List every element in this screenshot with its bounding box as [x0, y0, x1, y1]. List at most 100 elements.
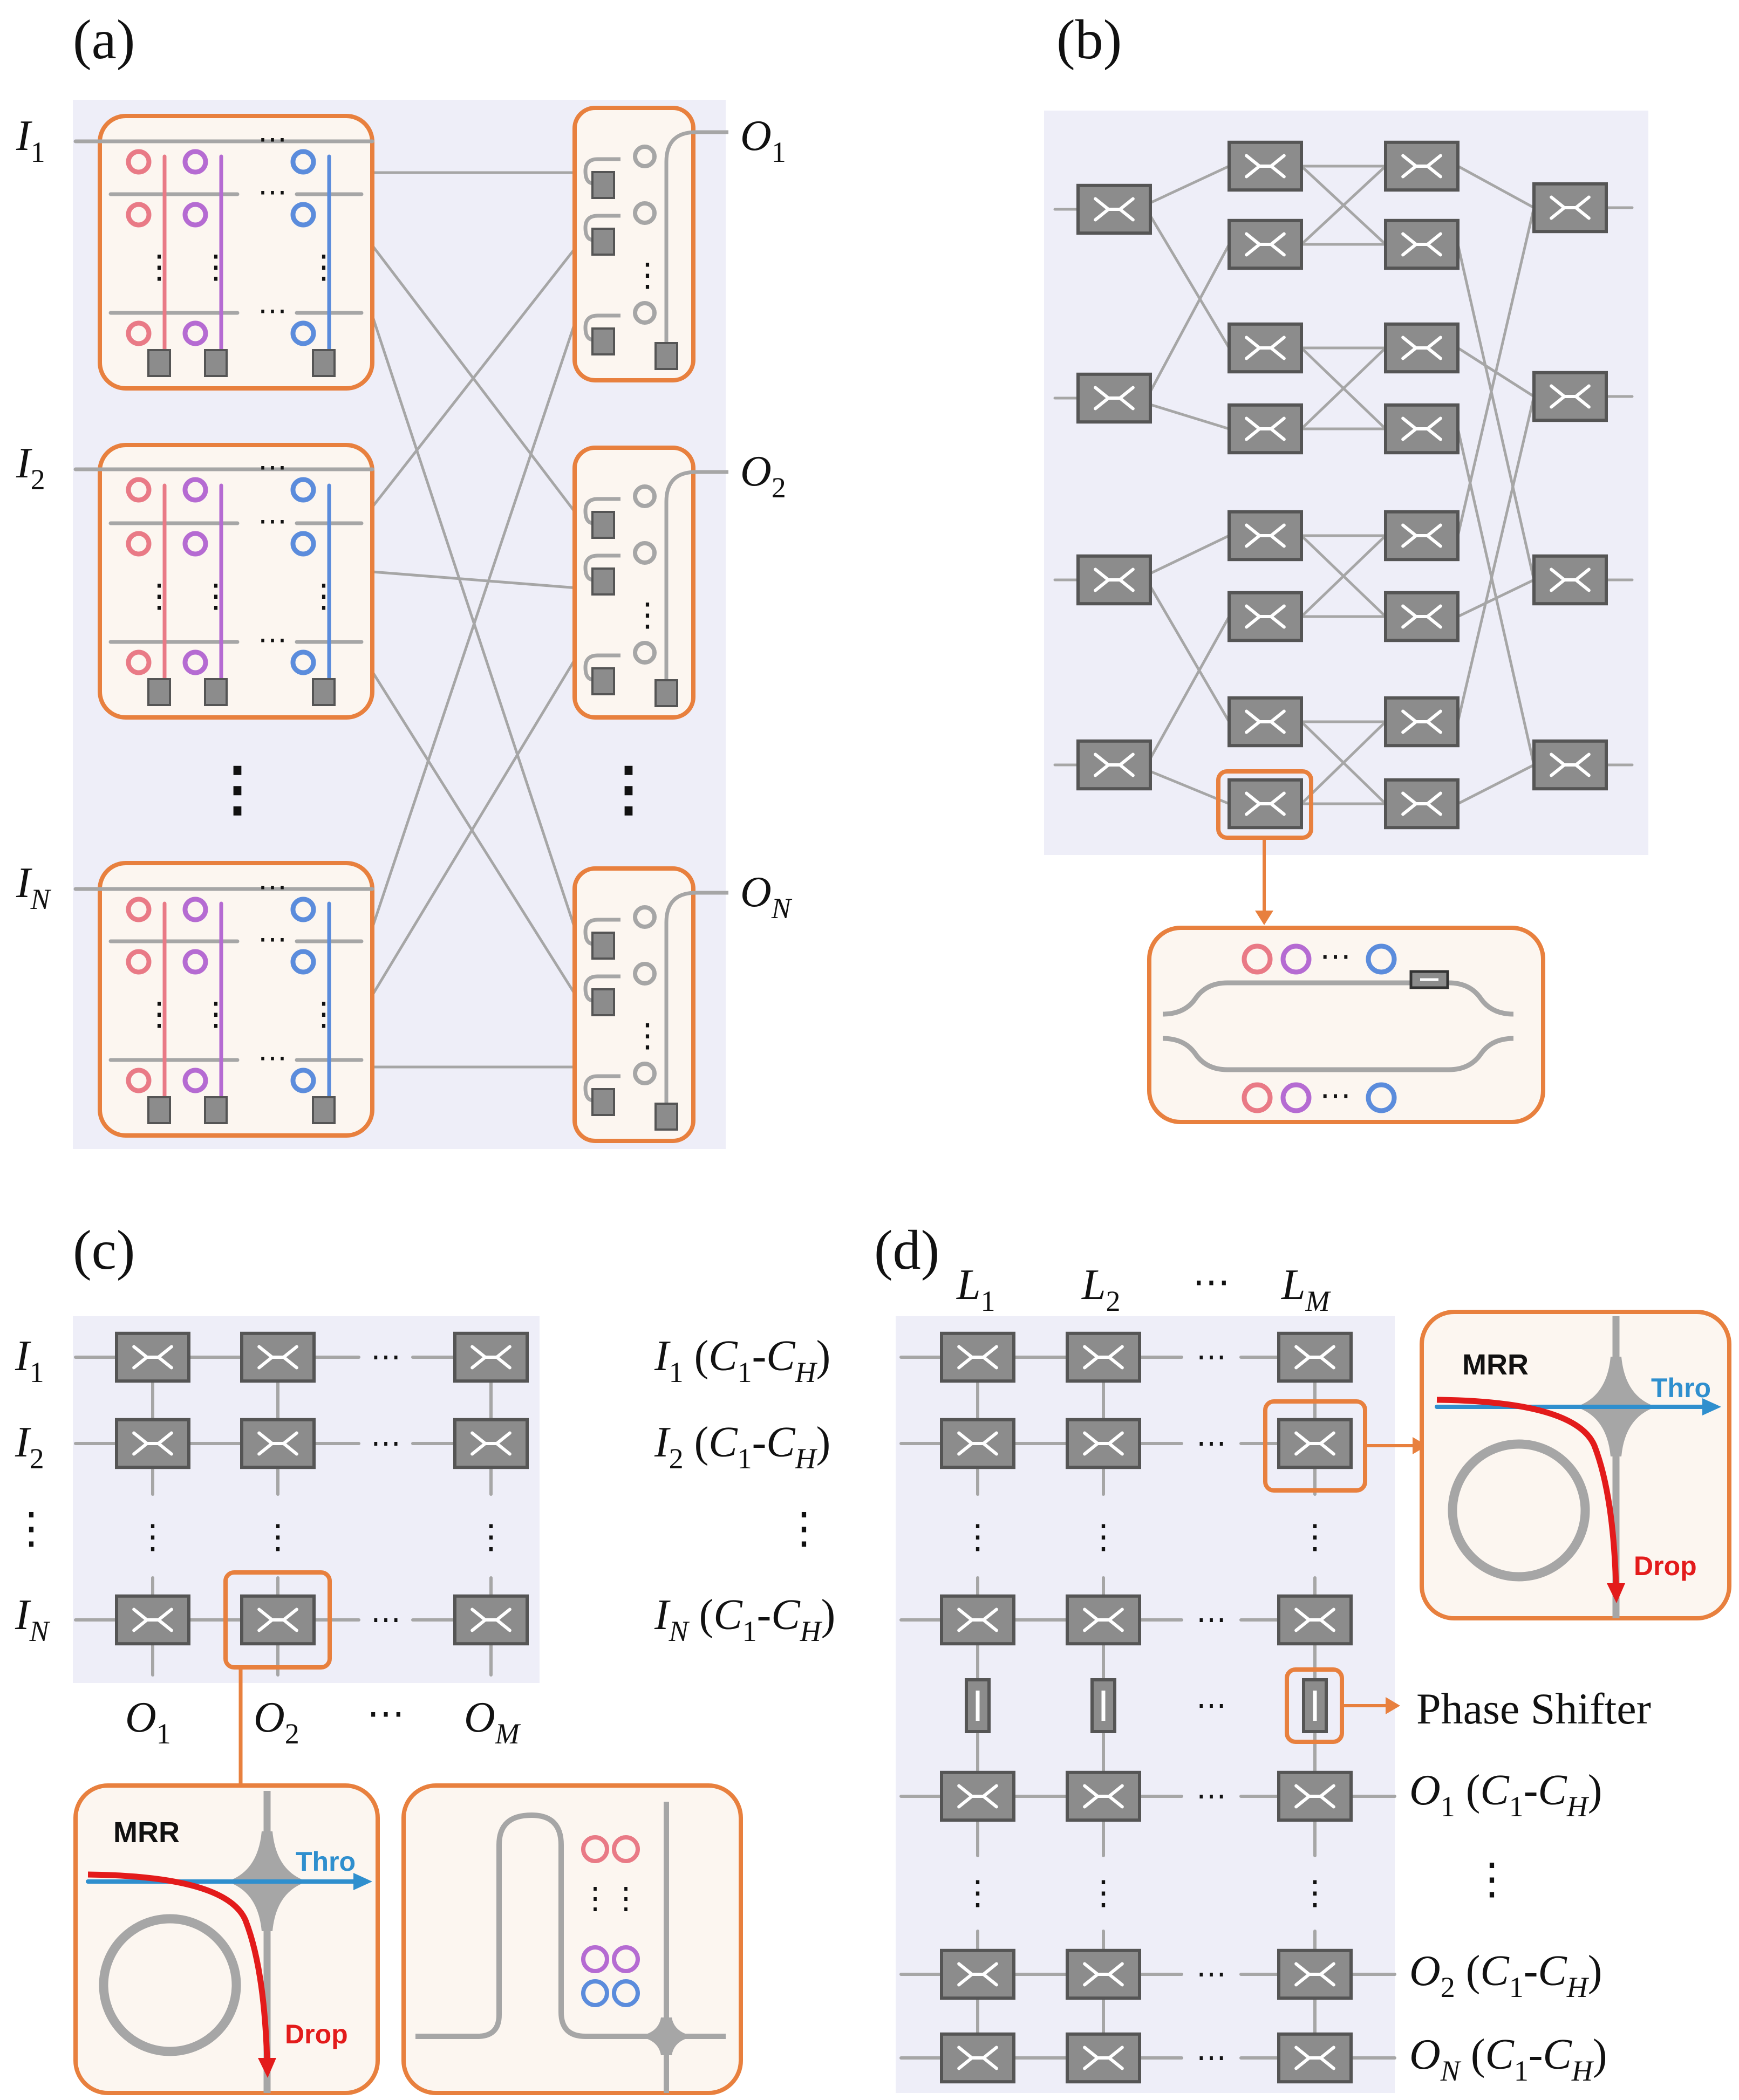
switch-element [1227, 140, 1303, 192]
stage-waveguide [1149, 214, 1231, 350]
switch-element [240, 1594, 316, 1646]
panel-c-label: (c) [73, 1219, 135, 1281]
switch-element [1227, 696, 1303, 748]
microring [182, 477, 208, 503]
switch-body [115, 1418, 190, 1469]
column-ellipsis: ⋮ [143, 996, 175, 1032]
photodetector [591, 228, 615, 256]
switch-element [940, 1331, 1015, 1383]
mzi-waveguides [1162, 980, 1514, 1072]
switch-cross-icon [1550, 195, 1591, 220]
switch-cross-icon [1294, 1784, 1335, 1809]
mux-output-waveguide [664, 130, 728, 351]
switch-element [1384, 696, 1460, 748]
row-ellipsis: ⋯ [258, 505, 287, 537]
switch-cross-icon [1083, 1962, 1124, 1987]
row-ellipsis: ⋯ [1196, 1780, 1226, 1813]
thro-arrow-head [353, 1873, 372, 1890]
mux-microring [633, 201, 657, 225]
switch-element [240, 1418, 316, 1469]
switch-cross-icon [1401, 154, 1442, 179]
panel-d-output-ellipsis: ⋮ [1470, 1856, 1513, 1903]
switch-cross-icon [1083, 1345, 1124, 1370]
photodetector [147, 349, 171, 377]
switch-body [1076, 372, 1152, 424]
column-ellipsis: ⋮ [200, 249, 232, 285]
switch-cross-icon [1245, 416, 1286, 441]
panel-d-drop-label: Drop [1634, 1551, 1697, 1581]
switch-cross-icon [1550, 753, 1591, 777]
switch-element [1076, 554, 1152, 606]
microring [612, 1979, 640, 2007]
panel-c-output-label-2: O2 [254, 1694, 299, 1750]
panel-a-output-label-2: O2 [740, 448, 786, 504]
switch-cross-icon [1245, 709, 1286, 734]
ring-ellipsis: ⋮ [611, 1882, 641, 1916]
splitter-filter-box [98, 443, 374, 720]
photodetector [591, 327, 615, 355]
mrr-detail-box [1420, 1310, 1731, 1620]
switch-cross-icon [1094, 567, 1135, 592]
switch-body [1227, 140, 1303, 192]
switch-cross-icon [957, 1962, 998, 1987]
panel-c-output-label-m: OM [464, 1694, 521, 1750]
switch-element [1384, 218, 1460, 270]
column-ellipsis: ⋮ [1298, 1875, 1332, 1912]
switch-body [1384, 140, 1460, 192]
stage-waveguide [1300, 720, 1387, 805]
switch-cross-icon [1401, 523, 1442, 548]
panel-a-output-label-1: O1 [740, 112, 786, 168]
switch-cross-icon [1083, 1608, 1124, 1632]
row-ellipsis: ⋯ [1196, 1427, 1226, 1460]
switch-cross-icon [132, 1345, 173, 1370]
row-ellipsis: ⋯ [258, 295, 287, 327]
mux-u-waveguide [583, 553, 620, 582]
switch-element [1066, 1331, 1141, 1383]
row-ellipsis: ⋯ [258, 1042, 287, 1074]
row-ellipsis: ⋯ [258, 871, 287, 903]
switch-element [1532, 371, 1608, 422]
switch-element [1384, 778, 1460, 830]
microring [581, 1979, 609, 2007]
switch-element [1532, 182, 1608, 234]
row-ellipsis: ⋯ [371, 1603, 401, 1637]
switch-element [240, 1331, 316, 1383]
highlighted-switch-frame [223, 1570, 332, 1670]
photodetector [312, 349, 336, 377]
panel-d-input-label-1: I1 (C1-CH) [654, 1332, 830, 1388]
panel-a-group-ellipsis: ⋮ [208, 756, 267, 822]
column-ellipsis: ⋮ [200, 578, 232, 614]
panel-a-input-label-n: IN [16, 859, 52, 915]
switch-element [1227, 322, 1303, 374]
mux-microring [633, 641, 657, 665]
panel-d-layer-ellipsis: ⋯ [1192, 1262, 1230, 1303]
switch-cross-icon [132, 1431, 173, 1456]
microring [126, 149, 152, 175]
switch-element [1277, 1948, 1353, 2000]
stage-waveguide [1300, 534, 1387, 618]
phase-shifter-label: Phase Shifter [1416, 1684, 1651, 1733]
column-ellipsis: ⋮ [474, 1519, 508, 1556]
thro-arrow-head [1702, 1398, 1721, 1415]
microring [126, 1068, 152, 1093]
microring [1366, 943, 1397, 975]
drop-path [87, 1871, 270, 2061]
switch-cross-icon [1550, 384, 1591, 409]
row-ellipsis: ⋯ [258, 451, 287, 483]
stage-waveguide [1149, 585, 1231, 723]
panel-a-diagram: ⋯⋯⋯⋮⋮⋮⋯⋯⋯⋮⋮⋮⋯⋯⋯⋮⋮⋮⋮⋮⋮ [73, 106, 728, 1143]
switch-cross-icon [957, 1784, 998, 1809]
mux-microring [633, 962, 657, 986]
panel-d-input-label-n: IN (C1-CH) [654, 1591, 835, 1647]
microring [126, 531, 152, 557]
switch-cross-icon [132, 1608, 173, 1632]
column-ellipsis: ⋮ [1087, 1875, 1120, 1912]
microring [126, 202, 152, 228]
microring [1280, 943, 1312, 975]
photodetector [591, 567, 615, 596]
column-ellipsis: ⋮ [200, 996, 232, 1032]
ring-array-bus [415, 1812, 726, 2039]
stage-waveguide [1456, 165, 1536, 209]
switch-element [1277, 1770, 1353, 1822]
